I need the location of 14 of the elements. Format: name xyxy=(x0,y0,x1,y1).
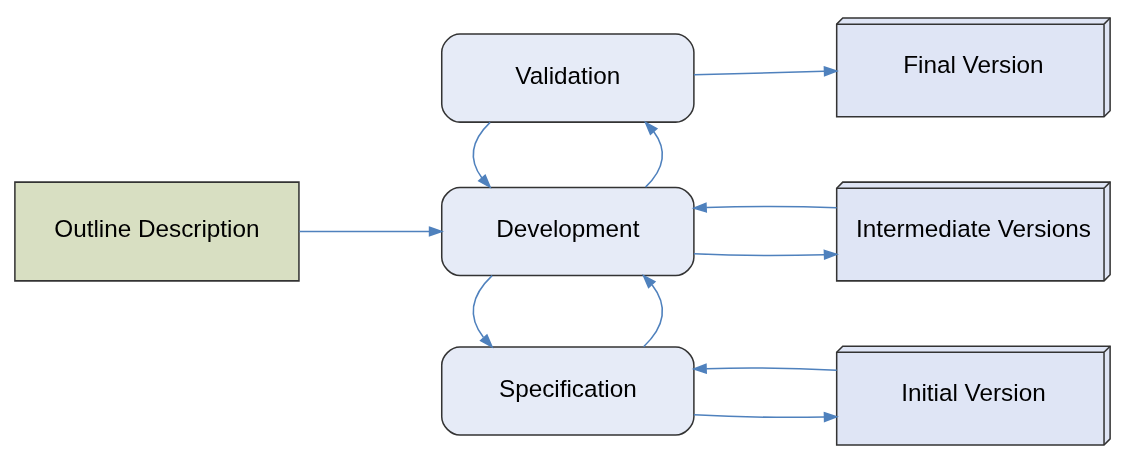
arrow xyxy=(693,248,839,260)
node-box: Development xyxy=(441,186,695,276)
arrow xyxy=(472,274,494,348)
arrow xyxy=(691,362,838,374)
node-box: Outline Description xyxy=(14,180,300,282)
arrow xyxy=(298,225,444,237)
arrow xyxy=(691,201,838,213)
arrow xyxy=(693,65,839,77)
arrow xyxy=(472,121,492,189)
node-box: Validation xyxy=(441,32,695,123)
arrow xyxy=(644,120,664,188)
arrow xyxy=(693,411,839,422)
arrow xyxy=(641,273,664,347)
node-box: Specification xyxy=(441,345,695,436)
